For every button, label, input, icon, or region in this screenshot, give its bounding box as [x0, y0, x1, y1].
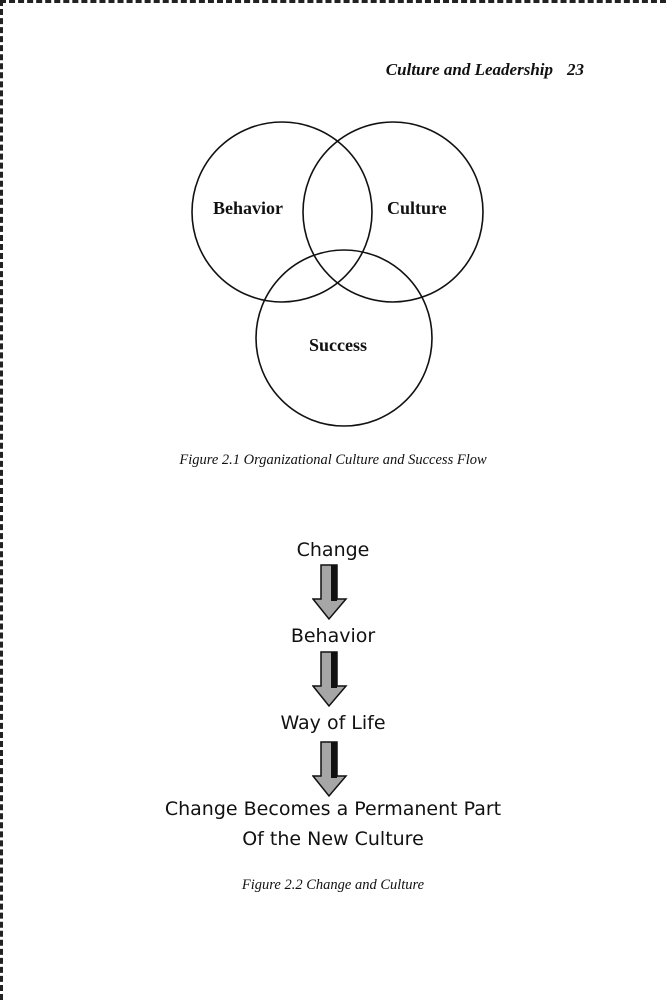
flow-step-behavior: Behavior	[290, 625, 376, 647]
flow-final-line-1: Change Becomes a Permanent Part	[164, 798, 502, 820]
culture-label: Culture	[387, 198, 447, 218]
success-circle	[255, 249, 433, 427]
running-title: Culture and Leadership	[385, 60, 553, 79]
venn-diagram	[191, 121, 484, 427]
figure-2-1-caption: Figure 2.1 Organizational Culture and Su…	[179, 452, 487, 468]
figure-2-2-caption: Figure 2.2 Change and Culture	[241, 877, 425, 893]
page-left-dashed-border	[0, 0, 3, 1000]
page-number: 23	[567, 60, 584, 79]
behavior-label: Behavior	[213, 198, 283, 218]
down-arrow-icon	[312, 651, 348, 708]
culture-circle	[302, 121, 484, 303]
success-label: Success	[309, 335, 367, 355]
running-header: Culture and Leadership 23	[0, 60, 584, 80]
down-arrow-icon	[312, 564, 348, 621]
down-arrow-icon	[312, 741, 348, 798]
behavior-circle	[191, 121, 373, 303]
flow-final-line-2: Of the New Culture	[242, 828, 424, 850]
flow-step-way-of-life: Way of Life	[280, 712, 386, 734]
flow-step-change: Change	[296, 539, 370, 561]
page-top-dashed-border	[0, 0, 666, 3]
